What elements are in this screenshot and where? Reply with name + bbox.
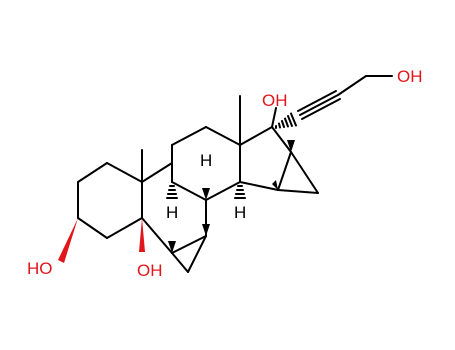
c17-oh-bond bbox=[271, 107, 277, 128]
hydrogen-label-c14: H bbox=[234, 203, 246, 222]
hydroxyl-label-c5: OH bbox=[137, 261, 163, 280]
c7-wedge bbox=[202, 224, 210, 236]
cyclopropane-b bbox=[171, 235, 207, 273]
ring-c bbox=[171, 126, 241, 201]
hydrogen-label-c8: H bbox=[200, 151, 212, 170]
propargyl-chain bbox=[297, 75, 393, 120]
hydrogen-label-c9: H bbox=[166, 203, 178, 222]
c14-h-hash bbox=[234, 185, 246, 199]
methyl-groups bbox=[141, 95, 241, 183]
c16-wedge bbox=[287, 140, 295, 152]
hydroxyl-label-c17: OH bbox=[262, 91, 288, 110]
hydroxyl-label-terminal: OH bbox=[397, 67, 423, 86]
c5-oh-wedge bbox=[139, 218, 145, 252]
c3-oh-wedge bbox=[58, 218, 78, 263]
c17-hash-bond bbox=[275, 112, 297, 129]
c15-wedge bbox=[272, 180, 278, 190]
ring-a bbox=[77, 162, 143, 239]
c6-wedge bbox=[168, 241, 176, 253]
c9-h-hash bbox=[166, 185, 178, 199]
ring-b bbox=[141, 162, 207, 254]
ring-d bbox=[239, 126, 292, 191]
cyclopropane-d bbox=[277, 151, 319, 194]
hydroxyl-label-c3: HO bbox=[27, 259, 53, 278]
c8-wedge bbox=[202, 188, 210, 200]
